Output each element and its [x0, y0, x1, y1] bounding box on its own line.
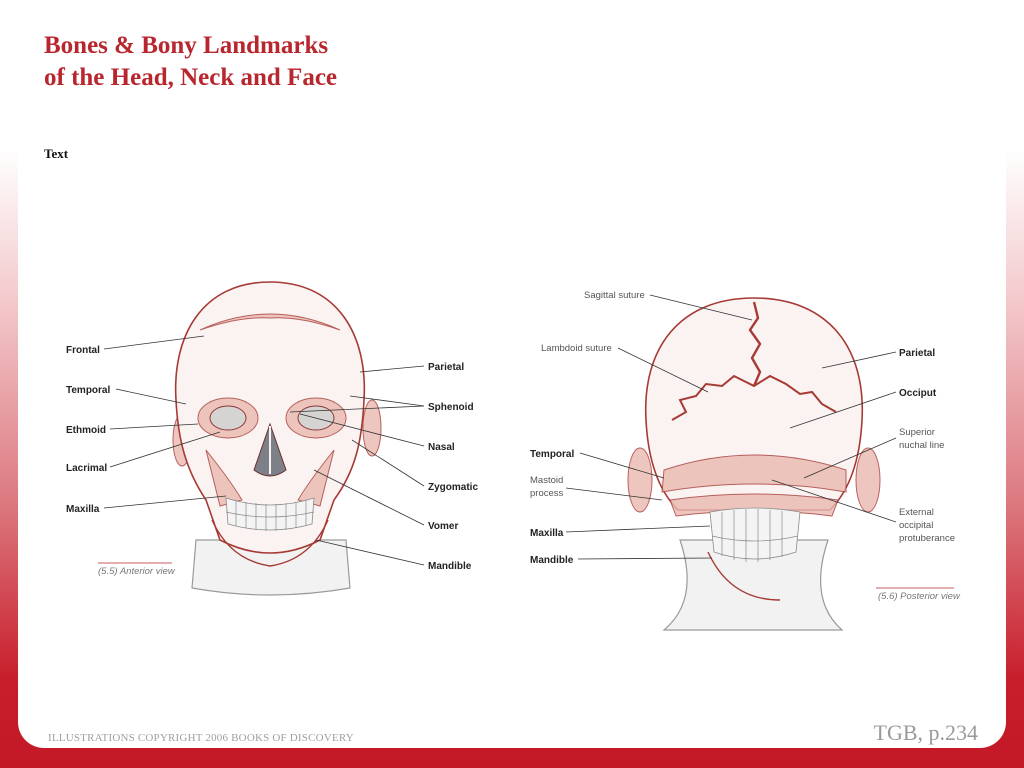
anterior-skull-illustration — [172, 281, 382, 596]
title-line-1: Bones & Bony Landmarks — [44, 32, 329, 59]
label-external-occipital-3: protuberance — [899, 533, 955, 544]
label-temporal-posterior: Temporal — [530, 449, 574, 460]
label-sagittal-suture: Sagittal suture — [584, 290, 645, 301]
label-mandible-anterior: Mandible — [428, 561, 472, 572]
anterior-leader-lines — [98, 335, 425, 566]
posterior-leader-lines — [565, 294, 954, 589]
caption-posterior-view: (5.6) Posterior view — [878, 591, 961, 602]
label-superior-nuchal-line-2: nuchal line — [899, 440, 944, 451]
text-placeholder-label: Text — [44, 146, 69, 161]
label-lacrimal: Lacrimal — [66, 463, 107, 474]
label-vomer: Vomer — [428, 521, 458, 532]
label-lambdoid-suture: Lambdoid suture — [541, 343, 612, 354]
label-external-occipital-1: External — [899, 507, 934, 518]
label-parietal-anterior: Parietal — [428, 362, 464, 373]
label-occiput: Occiput — [899, 388, 937, 399]
label-mastoid-process-1: Mastoid — [530, 475, 563, 486]
label-mastoid-process-2: process — [530, 488, 564, 499]
footer-page-reference: TGB, p.234 — [873, 720, 979, 745]
slide-title: Bones & Bony Landmarks of the Head, Neck… — [44, 30, 337, 94]
posterior-skull-illustration — [627, 297, 881, 631]
label-nasal: Nasal — [428, 442, 455, 453]
label-temporal-anterior: Temporal — [66, 385, 110, 396]
label-superior-nuchal-line-1: Superior — [899, 427, 935, 438]
label-frontal: Frontal — [66, 345, 100, 356]
label-parietal-posterior: Parietal — [899, 348, 935, 359]
label-maxilla-anterior: Maxilla — [66, 504, 100, 515]
caption-anterior-view: (5.5) Anterior view — [98, 566, 176, 577]
label-external-occipital-2: occipital — [899, 520, 933, 531]
label-zygomatic: Zygomatic — [428, 482, 478, 493]
label-mandible-posterior: Mandible — [530, 555, 574, 566]
title-line-2: of the Head, Neck and Face — [44, 64, 338, 91]
footer-copyright: ILLUSTRATIONS COPYRIGHT 2006 BOOKS OF DI… — [48, 732, 354, 744]
label-ethmoid: Ethmoid — [66, 425, 106, 436]
label-sphenoid: Sphenoid — [428, 402, 474, 413]
label-maxilla-posterior: Maxilla — [530, 528, 564, 539]
